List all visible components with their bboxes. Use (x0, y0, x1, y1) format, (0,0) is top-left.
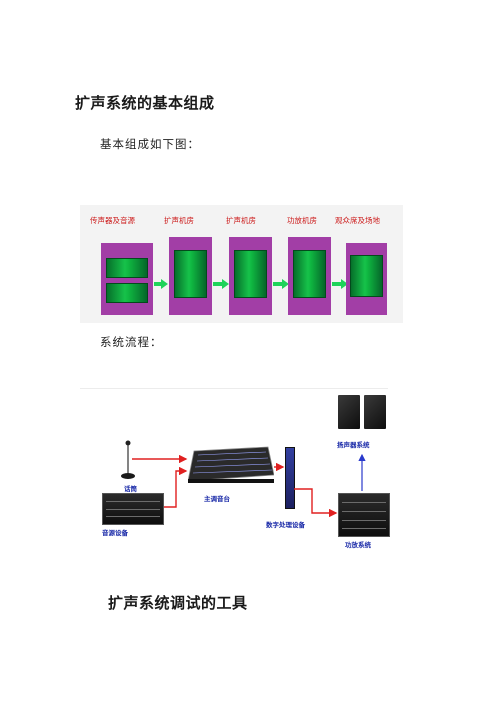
label-amp: 功放系统 (345, 541, 371, 549)
mixing-console-icon (188, 446, 274, 483)
stage-label-room-1: 扩声机房 (164, 216, 194, 225)
label-dsp: 数字处理设备 (266, 521, 305, 529)
amplifier-stack-icon (338, 493, 390, 537)
microphone-icon (121, 440, 135, 479)
stage-label-amp-room: 功放机房 (287, 216, 317, 225)
stage-panel-room-1 (169, 237, 212, 315)
speaker-left-icon (338, 395, 360, 429)
stage-label-source: 传声器及音源 (90, 216, 135, 225)
flow-arrow-1 (154, 279, 168, 289)
signal-lines (132, 453, 366, 518)
source-box-1 (106, 258, 148, 278)
amp-room-box (293, 250, 326, 298)
room-2-box (234, 250, 267, 298)
section-heading-composition: 扩声系统的基本组成 (75, 94, 215, 112)
stage-label-audience: 观众席及场地 (335, 216, 380, 225)
audience-box (350, 255, 383, 297)
stage-panel-source (101, 243, 153, 315)
composition-diagram: 传声器及音源 扩声机房 扩声机房 功放机房 观众席及场地 (80, 205, 403, 323)
paragraph-intro: 基本组成如下图： (100, 137, 200, 151)
room-1-box (174, 250, 207, 298)
stage-panel-amp-room (288, 237, 331, 315)
stage-panel-room-2 (229, 237, 272, 315)
speaker-right-icon (364, 395, 386, 429)
stage-label-room-2: 扩声机房 (226, 216, 256, 225)
flow-arrow-2 (213, 279, 229, 289)
stage-panel-audience (346, 243, 387, 315)
label-source: 音源设备 (102, 529, 128, 537)
source-rack-icon (102, 493, 164, 525)
dsp-unit-icon (285, 447, 295, 509)
label-console: 主调音台 (204, 495, 230, 503)
source-box-2 (106, 283, 148, 303)
label-mic: 话筒 (124, 485, 137, 493)
flow-arrow-4 (332, 279, 348, 289)
label-speakers: 扬声器系统 (337, 441, 370, 449)
flow-arrow-3 (273, 279, 289, 289)
paragraph-flow: 系统流程： (100, 335, 163, 349)
system-flow-diagram: 扬声器系统 话筒 音源设备 主调音台 数字处理设备 功放系统 (80, 388, 390, 561)
section-heading-tools: 扩声系统调试的工具 (108, 594, 248, 612)
